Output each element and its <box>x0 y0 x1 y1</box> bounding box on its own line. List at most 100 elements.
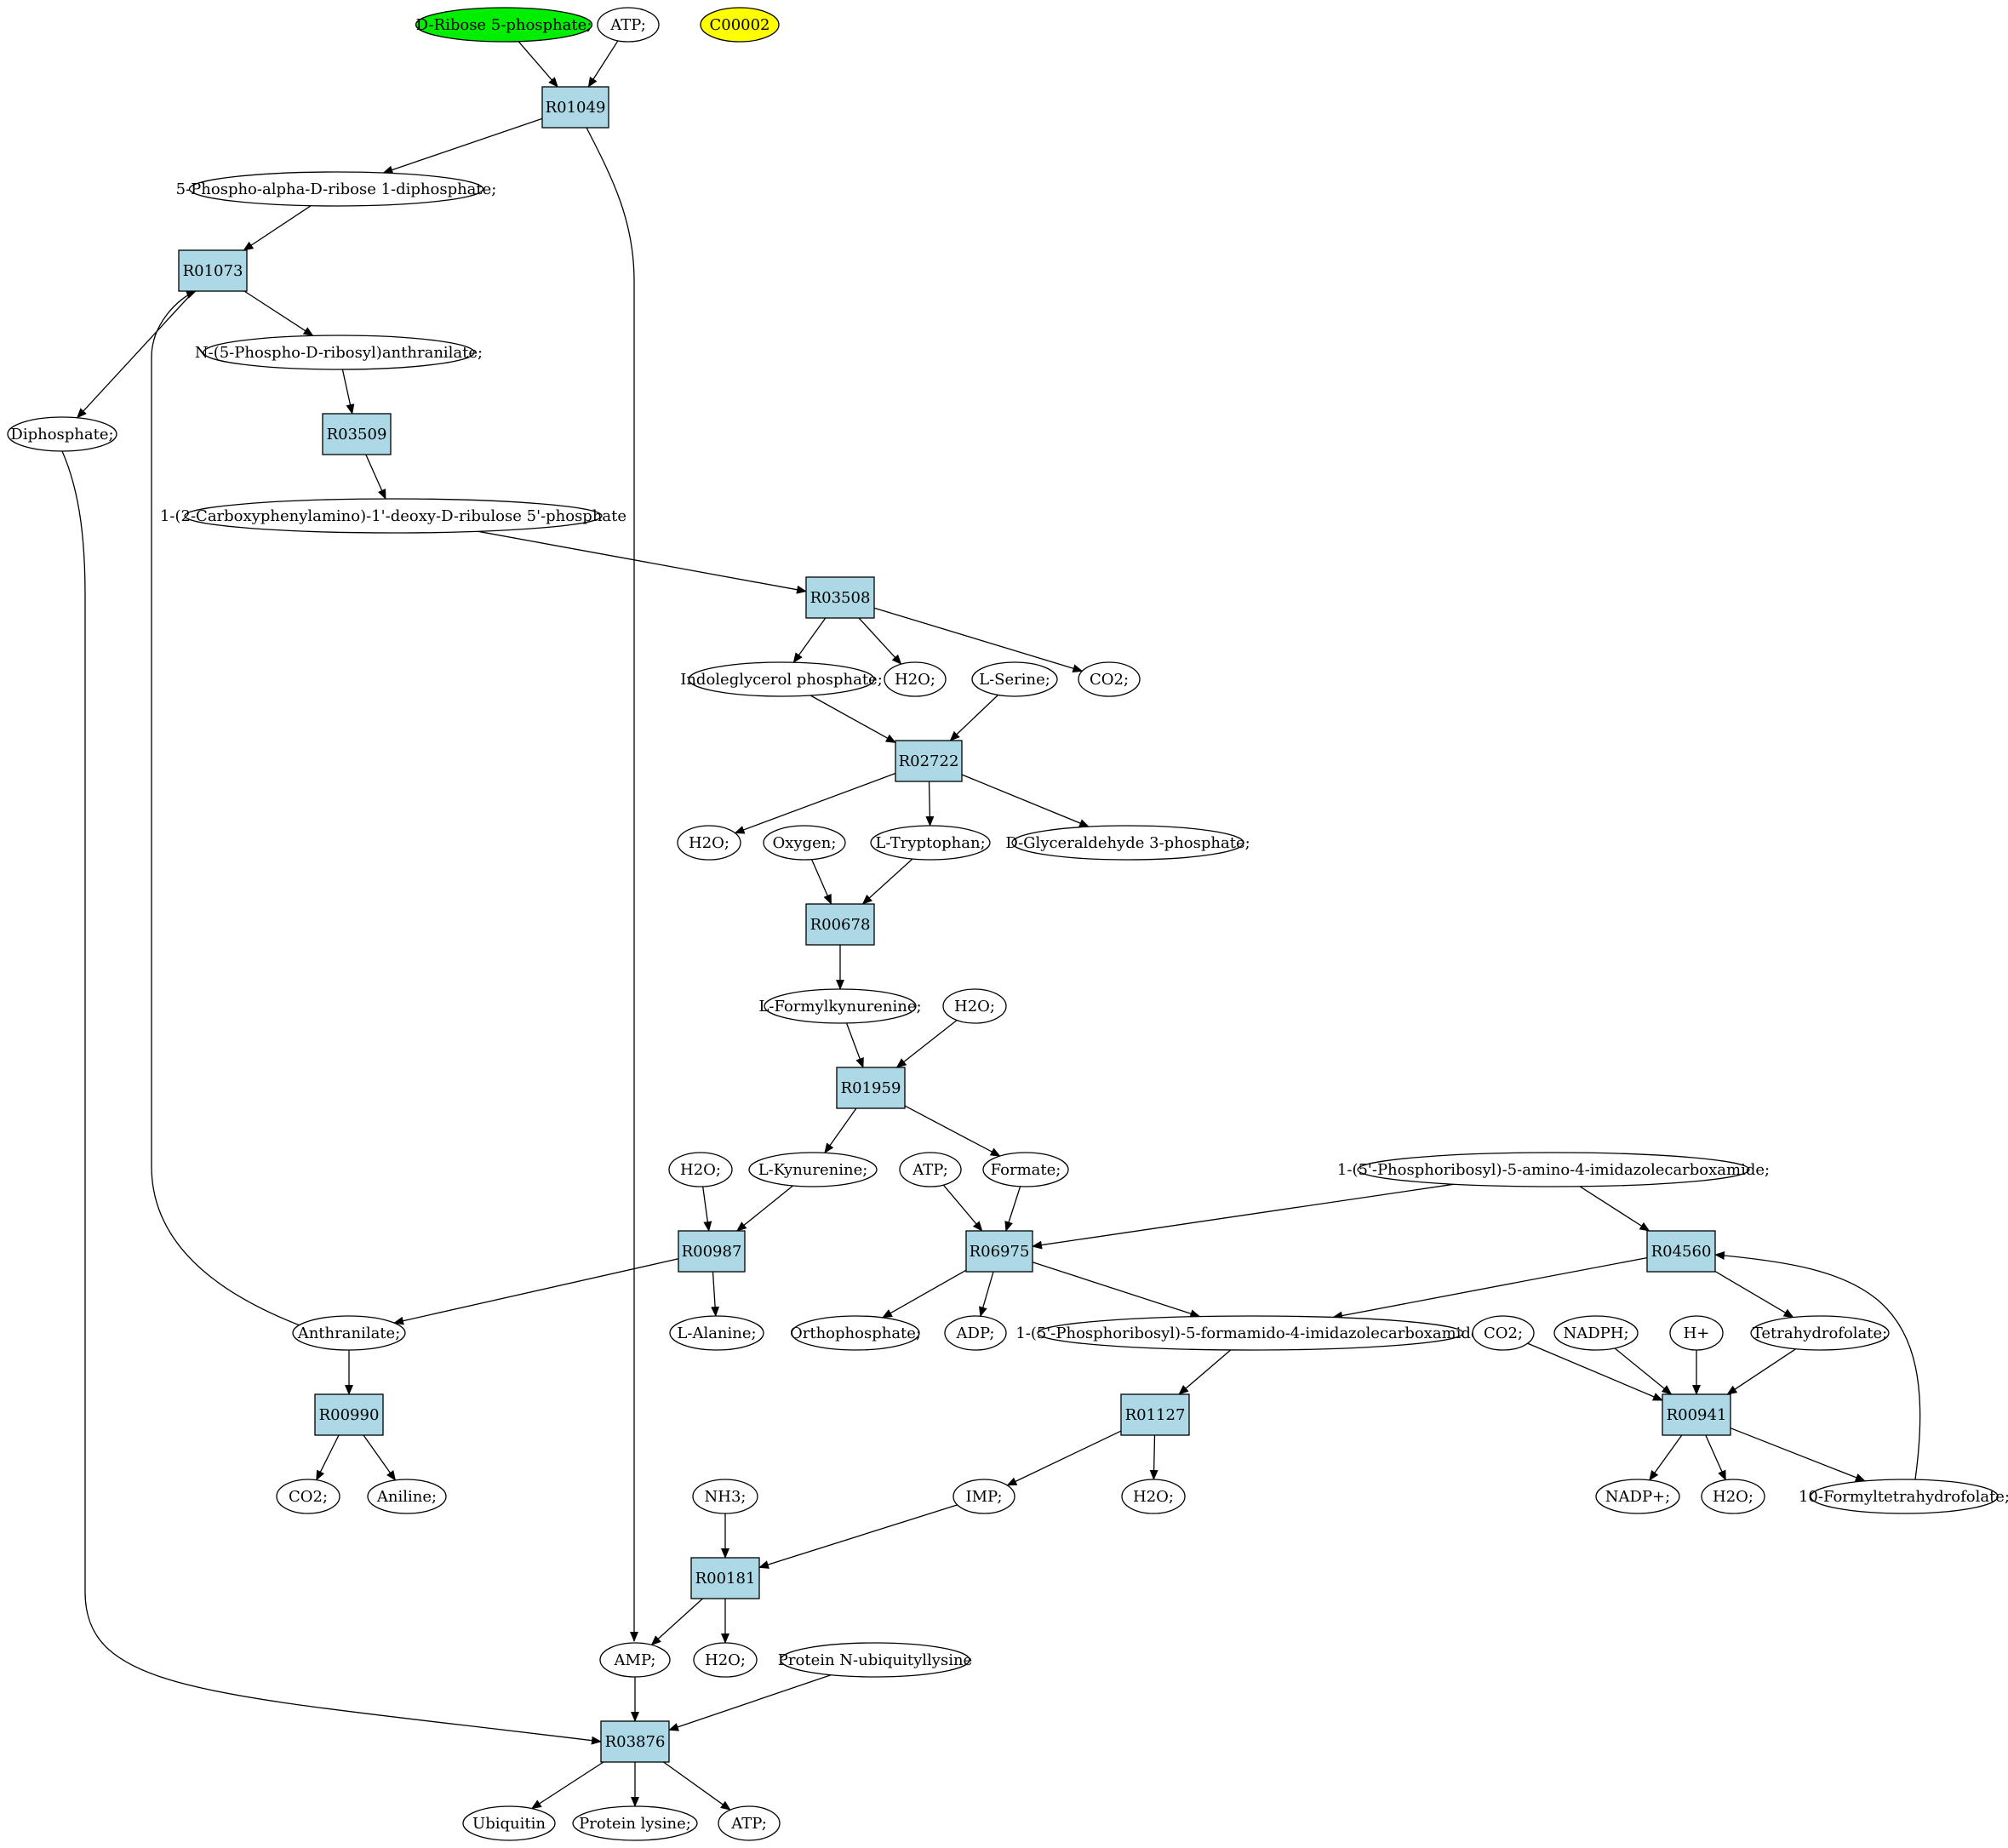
metabolite-ellipse <box>1357 1152 1750 1187</box>
reaction-node-R00990[interactable]: R00990 <box>314 1393 384 1436</box>
reaction-node-R00678[interactable]: R00678 <box>805 903 875 946</box>
metabolite-node-co2_c[interactable]: CO2; <box>276 1479 340 1514</box>
metabolite-ellipse <box>1121 1479 1186 1514</box>
metabolite-ellipse <box>1472 1315 1535 1351</box>
metabolite-node-npra[interactable]: N-(5-Phospho-D-ribosyl)anthranilate; <box>195 335 483 370</box>
edge-co2_b-to-R00941 <box>1527 1342 1663 1401</box>
metabolite-ellipse <box>367 1479 447 1514</box>
node-label: Formate; <box>991 1161 1061 1179</box>
metabolite-node-prpp[interactable]: 5-Phospho-alpha-D-ribose 1-diphosphate; <box>176 171 497 207</box>
metabolite-node-atp1[interactable]: ATP; <box>597 7 660 43</box>
node-label: 1-(2-Carboxyphenylamino)-1'-deoxy-D-ribu… <box>160 507 626 525</box>
reaction-node-R03509[interactable]: R03509 <box>322 413 392 455</box>
metabolite-node-h2o_b[interactable]: H2O; <box>677 825 741 861</box>
metabolite-node-atp3[interactable]: ATP; <box>718 1805 781 1841</box>
reaction-node-R04560[interactable]: R04560 <box>1646 1230 1716 1273</box>
node-label: Tetrahydrofolate; <box>1753 1324 1888 1342</box>
edge-R01959-to-formate <box>904 1105 1001 1157</box>
metabolite-node-fkyn[interactable]: L-Formylkynurenine; <box>758 988 922 1024</box>
metabolite-node-h2o_c[interactable]: H2O; <box>942 988 1007 1024</box>
metabolite-node-faicar[interactable]: 1-(5'-Phosphoribosyl)-5-formamido-4-imid… <box>1015 1315 1485 1351</box>
reaction-node-R00181[interactable]: R00181 <box>690 1557 760 1599</box>
metabolite-node-h2o_a[interactable]: H2O; <box>884 661 947 697</box>
metabolite-node-diphos[interactable]: Diphosphate; <box>7 416 117 452</box>
edge-igp-to-R02722 <box>809 695 896 743</box>
metabolite-node-nh3[interactable]: NH3; <box>692 1479 758 1514</box>
metabolite-node-plys[interactable]: Protein lysine; <box>572 1805 698 1841</box>
metabolite-node-orthop[interactable]: Orthophosphate; <box>790 1315 921 1351</box>
node-label: R00181 <box>695 1570 756 1588</box>
reaction-node-R01049[interactable]: R01049 <box>541 86 609 129</box>
metabolite-ellipse <box>1701 1479 1765 1514</box>
node-label: R04560 <box>1651 1243 1712 1261</box>
edge-R06975-to-faicar <box>1032 1262 1201 1318</box>
edge-oxy-to-R00678 <box>811 859 832 905</box>
metabolite-node-nadp[interactable]: NADP+; <box>1595 1479 1680 1514</box>
edge-R01073-to-diphos <box>77 290 195 419</box>
node-label: D-Glyceraldehyde 3-phosphate; <box>1005 834 1250 852</box>
reaction-node-R01959[interactable]: R01959 <box>836 1067 906 1109</box>
metabolite-node-h2o_g[interactable]: H2O; <box>693 1642 758 1678</box>
metabolite-node-atp2[interactable]: ATP; <box>899 1152 962 1187</box>
metabolite-node-trp[interactable]: L-Tryptophan; <box>870 825 991 861</box>
node-label: H+ <box>1684 1324 1710 1342</box>
metabolite-ellipse <box>748 1152 878 1187</box>
metabolite-node-co2_a[interactable]: CO2; <box>1078 661 1141 697</box>
node-label: Oxygen; <box>773 834 837 852</box>
metabolite-node-anth[interactable]: Anthranilate; <box>292 1315 406 1351</box>
metabolite-node-aniline[interactable]: Aniline; <box>367 1479 447 1514</box>
reaction-box <box>600 1720 670 1763</box>
metabolite-ellipse <box>1810 1479 1999 1514</box>
metabolite-node-pnub[interactable]: Protein N-ubiquityllysine <box>778 1642 972 1678</box>
metabolite-node-imp[interactable]: IMP; <box>953 1479 1015 1514</box>
metabolite-node-ubiq[interactable]: Ubiquitin <box>462 1805 556 1841</box>
metabolite-node-nadph[interactable]: NADPH; <box>1553 1315 1639 1351</box>
reaction-node-R03508[interactable]: R03508 <box>805 576 875 619</box>
metabolite-node-thf[interactable]: Tetrahydrofolate; <box>1750 1315 1890 1351</box>
metabolite-node-g3p[interactable]: D-Glyceraldehyde 3-phosphate; <box>1005 825 1250 861</box>
reaction-node-R01127[interactable]: R01127 <box>1120 1393 1190 1436</box>
edge-R01049-to-prpp <box>382 117 543 175</box>
metabolite-node-c00002[interactable]: C00002 <box>700 7 780 43</box>
metabolite-node-hplus[interactable]: H+ <box>1669 1315 1724 1351</box>
reaction-box <box>678 1230 746 1273</box>
node-label: CO2; <box>289 1488 328 1506</box>
metabolite-ellipse <box>953 1479 1015 1514</box>
metabolite-node-ser[interactable]: L-Serine; <box>971 661 1058 697</box>
metabolite-node-kyn[interactable]: L-Kynurenine; <box>748 1152 878 1187</box>
reaction-node-R00941[interactable]: R00941 <box>1662 1393 1731 1436</box>
metabolite-node-aicar[interactable]: 1-(5'-Phosphoribosyl)-5-amino-4-imidazol… <box>1337 1152 1770 1187</box>
metabolite-node-oxy[interactable]: Oxygen; <box>763 825 846 861</box>
metabolite-ellipse <box>1078 661 1141 697</box>
edge-h2o_d-to-R00987 <box>702 1186 712 1232</box>
metabolite-ellipse <box>677 825 741 861</box>
node-label: H2O; <box>895 671 935 689</box>
metabolite-node-formate[interactable]: Formate; <box>982 1152 1069 1187</box>
reaction-node-R00987[interactable]: R00987 <box>678 1230 746 1273</box>
metabolite-node-h2o_e[interactable]: H2O; <box>1121 1479 1186 1514</box>
metabolite-node-fthf[interactable]: 10-Formyltetrahydrofolate; <box>1799 1479 2008 1514</box>
node-label: N-(5-Phospho-D-ribosyl)anthranilate; <box>195 344 483 362</box>
metabolite-node-h2o_d[interactable]: H2O; <box>668 1152 733 1187</box>
reaction-node-R02722[interactable]: R02722 <box>895 740 963 782</box>
metabolite-node-adp[interactable]: ADP; <box>944 1315 1007 1351</box>
reaction-node-R03876[interactable]: R03876 <box>600 1720 670 1763</box>
reaction-node-R06975[interactable]: R06975 <box>965 1230 1033 1273</box>
edge-anth-to-R01073 <box>151 290 307 1329</box>
metabolite-node-igp[interactable]: Indoleglycerol phosphate; <box>680 661 883 697</box>
metabolite-ellipse <box>1669 1315 1724 1351</box>
node-label: R01073 <box>183 262 243 280</box>
metabolite-node-co2_b[interactable]: CO2; <box>1472 1315 1535 1351</box>
node-label: H2O; <box>705 1651 746 1669</box>
reaction-node-R01073[interactable]: R01073 <box>178 249 248 292</box>
node-label: L-Alanine; <box>677 1324 756 1342</box>
metabolite-node-ala[interactable]: L-Alanine; <box>669 1315 764 1351</box>
metabolite-ellipse <box>884 661 947 697</box>
metabolite-node-cdrp[interactable]: 1-(2-Carboxyphenylamino)-1'-deoxy-D-ribu… <box>160 498 626 534</box>
metabolite-node-rib5p[interactable]: D-Ribose 5-phosphate; <box>415 7 593 43</box>
metabolite-node-h2o_f[interactable]: H2O; <box>1701 1479 1765 1514</box>
metabolite-node-amp[interactable]: AMP; <box>599 1642 671 1678</box>
reaction-box <box>965 1230 1033 1273</box>
metabolite-ellipse <box>669 1315 764 1351</box>
node-label: L-Tryptophan; <box>875 834 985 852</box>
